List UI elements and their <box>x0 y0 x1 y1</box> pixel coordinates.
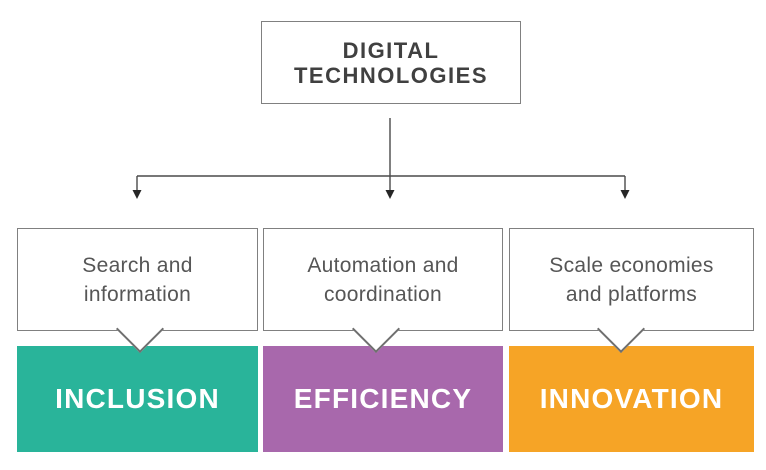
mechanism-label-line1: Search and <box>82 253 193 277</box>
mechanism-label-line2: information <box>83 282 192 306</box>
arrow-down-left-icon <box>132 176 142 199</box>
arrow-down-center-icon <box>385 176 395 199</box>
outcome-label-inclusion: INCLUSION <box>55 383 220 414</box>
mechanism-label-line2: coordination <box>323 282 442 306</box>
mechanism-label-line1: Automation and <box>307 253 459 277</box>
outcome-label-efficiency: EFFICIENCY <box>293 383 473 414</box>
outcome-label-innovation: INNOVATION <box>539 383 724 414</box>
column-innovation: Scale economies and platforms INNOVATION <box>509 228 754 452</box>
branch-stem <box>137 118 625 177</box>
outcome-box-inclusion: INCLUSION <box>17 346 258 452</box>
root-node-title-line1: DIGITAL <box>342 37 440 63</box>
mechanism-label-line2: and platforms <box>565 282 698 306</box>
arrow-down-right-icon <box>620 176 630 199</box>
mechanism-box-automation-coordination: Automation and coordination <box>263 228 503 354</box>
outcome-box-innovation: INNOVATION <box>509 346 754 452</box>
root-node-title-line2: TECHNOLOGIES <box>293 62 488 88</box>
mechanism-label-line1: Scale economies <box>549 253 714 277</box>
mechanism-box-search-information: Search and information <box>17 228 258 354</box>
column-inclusion: Search and information INCLUSION <box>17 228 258 452</box>
outcome-box-efficiency: EFFICIENCY <box>263 346 503 452</box>
mechanism-box-scale-platforms: Scale economies and platforms <box>509 228 754 354</box>
root-node-box: DIGITAL TECHNOLOGIES <box>261 21 521 104</box>
column-efficiency: Automation and coordination EFFICIENCY <box>263 228 503 452</box>
